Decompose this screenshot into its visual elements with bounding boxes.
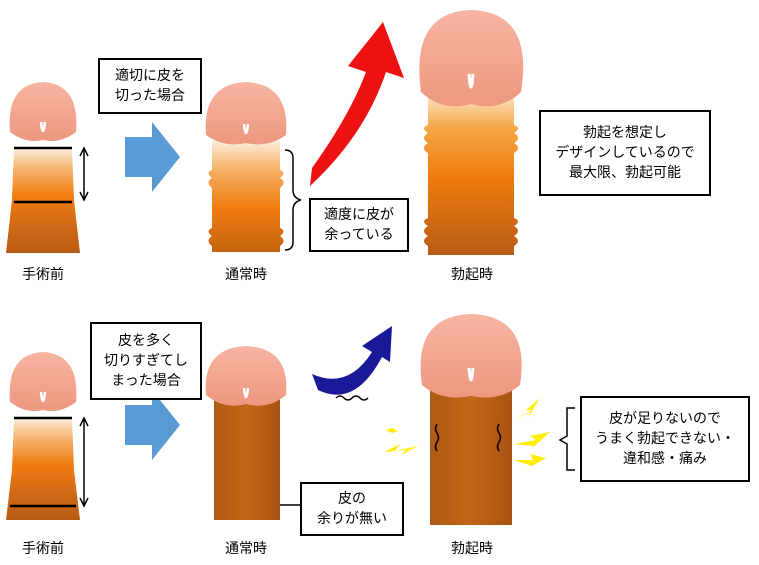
label-erect-bottom: 勃起時 <box>451 541 493 557</box>
box-excess-top-line2: 余っている <box>324 227 394 243</box>
box-result-top-line1: 勃起を想定し <box>583 125 667 141</box>
box-cut-top: 適切に皮を 切った場合 <box>98 58 202 114</box>
box-result-top-line3: 最大限、勃起可能 <box>569 165 681 181</box>
erect-shape-top <box>419 10 524 255</box>
box-excess-bottom-line1: 皮の <box>338 491 366 507</box>
blue-arrow-bottom <box>125 390 180 460</box>
label-erect-top: 勃起時 <box>451 267 493 283</box>
box-result-bottom-line3: 違和感・痛み <box>623 451 707 467</box>
brace-bottom-result <box>558 407 575 471</box>
label-before-top: 手術前 <box>22 267 64 283</box>
label-normal-bottom: 通常時 <box>225 541 267 557</box>
box-excess-bottom: 皮の 余りが無い <box>300 482 404 536</box>
blue-arrow-top <box>125 122 180 192</box>
box-result-bottom-line2: うまく勃起できない・ <box>595 431 735 447</box>
before-shape-top <box>6 82 89 253</box>
box-excess-top-line1: 適度に皮が <box>324 207 394 223</box>
box-cut-top-line2: 切った場合 <box>115 88 185 104</box>
box-result-top: 勃起を想定し デザインしているので 最大限、勃起可能 <box>539 110 711 196</box>
box-cut-top-line1: 適切に皮を <box>115 68 185 84</box>
normal-shape-bottom <box>205 346 300 520</box>
normal-shape-top <box>205 82 302 252</box>
box-result-bottom-line1: 皮が足りないので <box>609 411 721 427</box>
navy-arrow <box>312 326 392 401</box>
red-arrow <box>310 22 404 186</box>
box-result-top-line2: デザインしているので <box>555 145 695 161</box>
label-before-bottom: 手術前 <box>22 541 64 557</box>
label-normal-top: 通常時 <box>225 267 267 283</box>
box-excess-bottom-line2: 余りが無い <box>317 511 387 527</box>
box-cut-bottom-line3: まった場合 <box>111 373 181 389</box>
box-cut-bottom-line1: 皮を多く <box>118 333 174 349</box>
box-excess-top: 適度に皮が 余っている <box>309 198 409 252</box>
box-cut-bottom: 皮を多く 切りすぎてし まった場合 <box>90 322 202 400</box>
box-cut-bottom-line2: 切りすぎてし <box>104 353 188 369</box>
lightning-icons <box>376 398 550 468</box>
before-shape-bottom <box>6 352 89 520</box>
box-result-bottom: 皮が足りないので うまく勃起できない・ 違和感・痛み <box>580 396 750 482</box>
erect-shape-bottom <box>420 314 522 525</box>
